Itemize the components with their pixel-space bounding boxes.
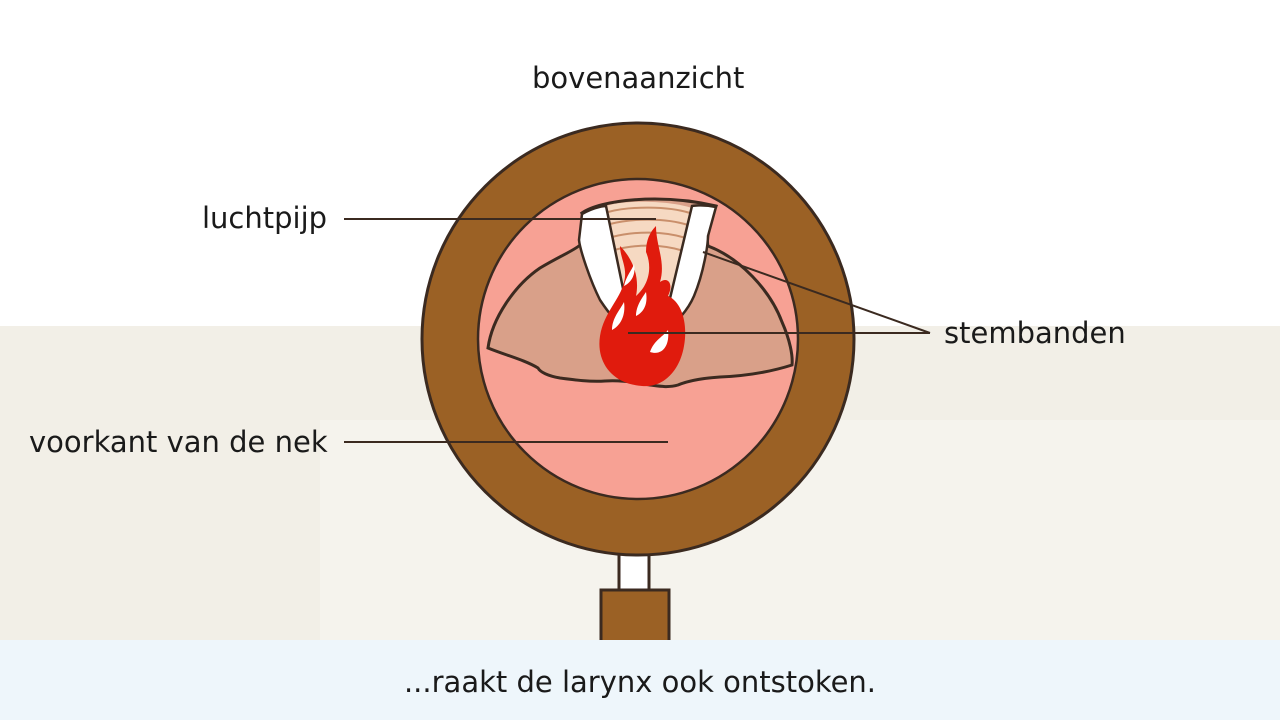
trachea-ring-3 — [611, 231, 687, 239]
flame-highlight-3 — [636, 292, 647, 316]
flame-icon — [599, 226, 686, 387]
label-vocal-cords: stembanden — [944, 316, 1126, 350]
flame-highlight-2 — [650, 330, 669, 353]
label-trachea: luchtpijp — [202, 201, 328, 235]
leader-vocal-right — [702, 251, 931, 334]
flame-highlight-4 — [624, 264, 635, 286]
subtitle-bar — [0, 640, 1280, 720]
subtitle-text: ...raakt de larynx ook ontstoken. — [403, 665, 877, 699]
diagram-title: bovenaanzicht — [532, 61, 745, 95]
label-front-of-neck: voorkant van de nek — [29, 425, 328, 459]
flame-highlight-1 — [612, 302, 625, 330]
trachea-ring-1 — [607, 206, 691, 214]
